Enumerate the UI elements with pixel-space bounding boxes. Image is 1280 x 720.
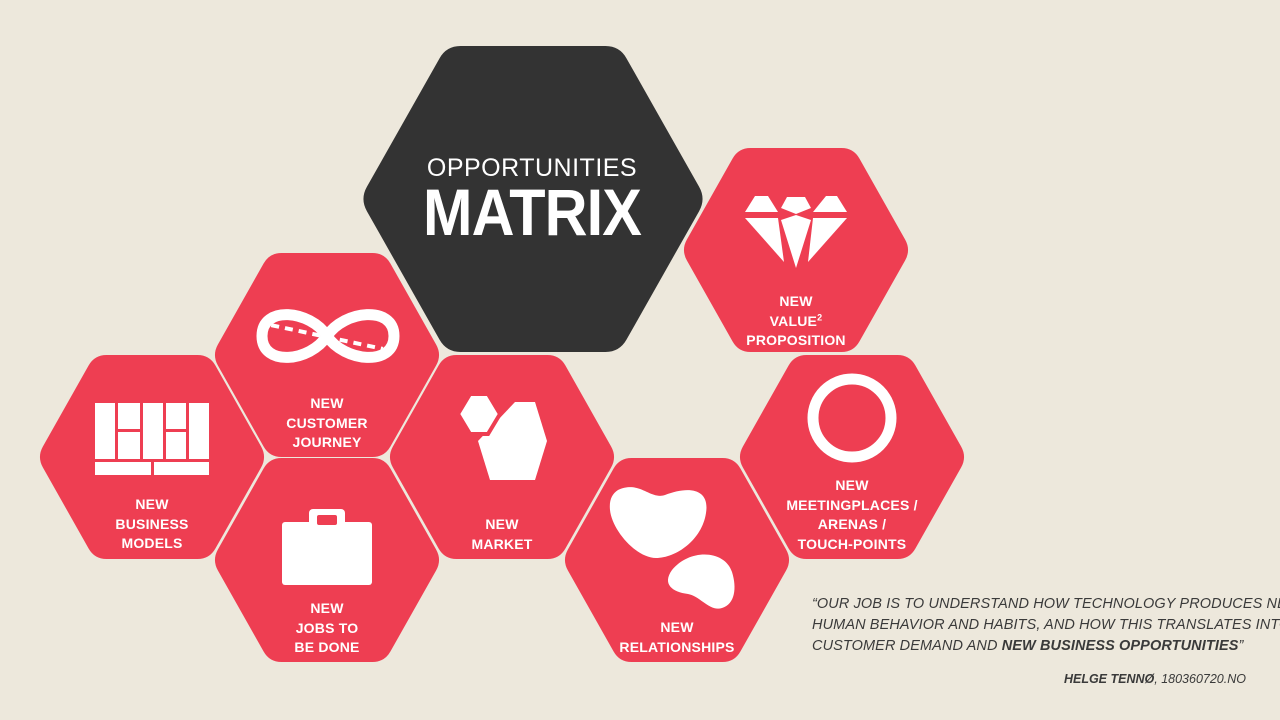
ring-icon bbox=[807, 373, 897, 463]
label-meetingplaces: NEW MEETINGPLACES / ARENAS / TOUCH-POINTS bbox=[772, 476, 932, 554]
label-market-line-1: NEW bbox=[485, 516, 519, 532]
label-value-proposition-line-2: VALUE2 bbox=[769, 311, 823, 329]
label-customer-journey-line-3: JOURNEY bbox=[292, 434, 362, 450]
title-hexagon bbox=[363, 46, 703, 352]
quote-line-2: HUMAN BEHAVIOR AND HABITS, AND HOW THIS … bbox=[812, 617, 1280, 633]
canvas-grid-icon bbox=[95, 403, 209, 475]
quote-line-1: “OUR JOB IS TO UNDERSTAND HOW TECHNOLOGY… bbox=[812, 596, 1280, 612]
infinity-loop-icon bbox=[256, 309, 400, 363]
label-business-models: NEW BUSINESS MODELS bbox=[72, 495, 232, 554]
quote-line-3-suffix: ” bbox=[1238, 638, 1244, 654]
hexagon-customer-journey bbox=[214, 253, 440, 457]
quote-line-3-prefix: CUSTOMER DEMAND AND bbox=[812, 638, 1002, 654]
quote-emphasis: NEW BUSINESS OPPORTUNITIES bbox=[1001, 638, 1239, 654]
label-relationships: NEW RELATIONSHIPS bbox=[597, 618, 757, 657]
hexagon-pair-icon bbox=[455, 392, 547, 480]
label-customer-journey-line-2: CUSTOMER bbox=[286, 414, 368, 431]
label-market-line-2: MARKET bbox=[471, 535, 533, 552]
label-value-proposition-superscript: 2 bbox=[817, 311, 823, 322]
label-relationships-line-2: RELATIONSHIPS bbox=[619, 638, 735, 655]
quote: “OUR JOB IS TO UNDERSTAND HOW TECHNOLOGY… bbox=[812, 594, 1280, 657]
label-relationships-line-1: NEW bbox=[660, 619, 694, 635]
label-jobs-to-be-done-line-1: NEW bbox=[310, 600, 344, 616]
label-meetingplaces-line-2: MEETINGPLACES / bbox=[786, 496, 918, 513]
quote-line-3: CUSTOMER DEMAND AND NEW BUSINESS OPPORTU… bbox=[812, 636, 1272, 657]
label-customer-journey-line-1: NEW bbox=[310, 395, 344, 411]
label-value-proposition-line-1: NEW bbox=[779, 293, 813, 309]
title-matrix: MATRIX bbox=[423, 175, 642, 249]
label-jobs-to-be-done-line-2: JOBS TO bbox=[295, 619, 359, 636]
label-value-proposition-line-3: PROPOSITION bbox=[746, 332, 846, 348]
credit: HELGE TENNØ, 180360720.NO bbox=[1064, 672, 1246, 686]
label-meetingplaces-line-4: TOUCH-POINTS bbox=[797, 535, 907, 552]
label-meetingplaces-line-3: ARENAS / bbox=[817, 516, 887, 532]
label-business-models-line-1: NEW bbox=[135, 496, 169, 512]
label-business-models-line-2: BUSINESS bbox=[115, 515, 189, 532]
title-opportunities: OPPORTUNITIES bbox=[426, 154, 638, 182]
briefcase-icon bbox=[282, 509, 372, 585]
label-customer-journey: NEW CUSTOMER JOURNEY bbox=[247, 394, 407, 453]
label-market: NEW MARKET bbox=[422, 515, 582, 554]
label-meetingplaces-line-1: NEW bbox=[835, 477, 869, 493]
label-jobs-to-be-done-line-3: BE DONE bbox=[294, 639, 360, 655]
blob-pair-icon bbox=[609, 487, 735, 609]
diamond-icon bbox=[745, 196, 847, 268]
credit-author: HELGE TENNØ bbox=[1063, 672, 1155, 686]
credit-source: , 180360720.NO bbox=[1154, 672, 1246, 686]
label-jobs-to-be-done: NEW JOBS TO BE DONE bbox=[247, 599, 407, 658]
label-business-models-line-3: MODELS bbox=[121, 535, 183, 551]
